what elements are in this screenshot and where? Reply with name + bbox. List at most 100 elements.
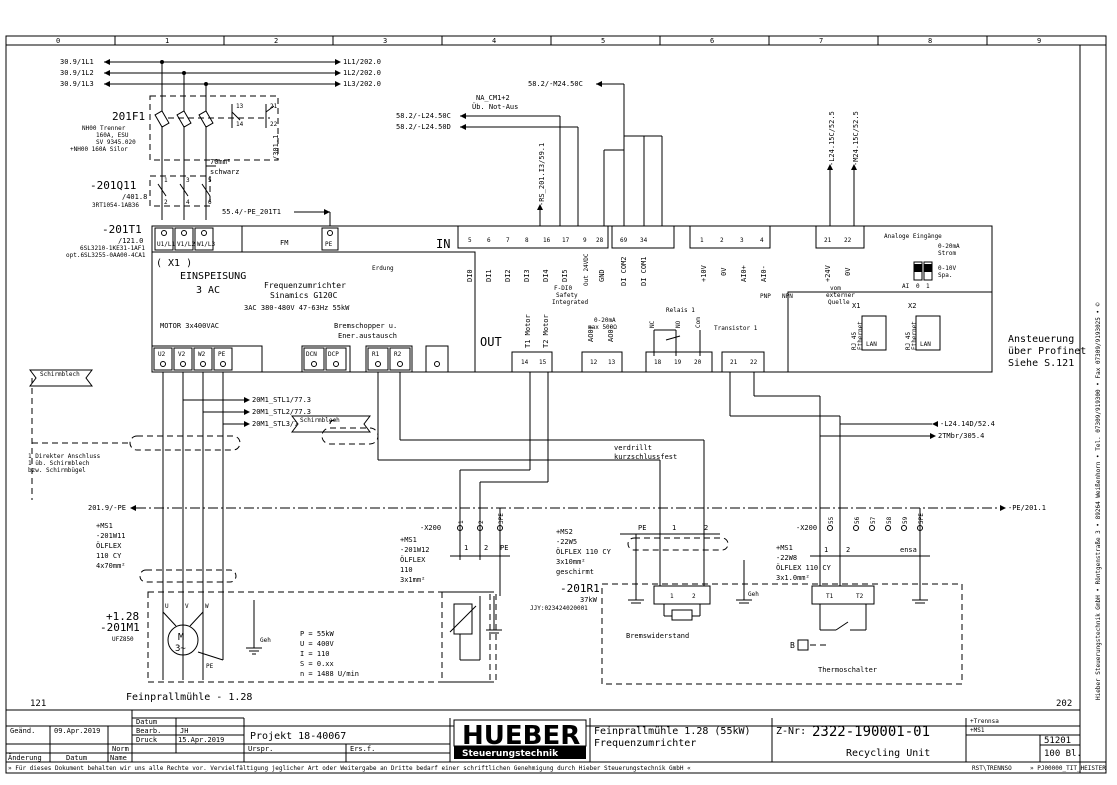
ref-left-3: 20M1_STL3/77.3 — [252, 420, 311, 428]
t1-out-v2: V2 — [178, 351, 186, 358]
w8-wire-2: 2 — [846, 546, 850, 554]
t1-brake-1: Bremschopper u. — [334, 322, 397, 330]
sig-0v-b: 0V — [844, 267, 852, 276]
tb-label-norm: Norm — [112, 745, 129, 753]
fuse-disconnector-201f1: 201F1 NH00 Trenner 160A, ESU SV 9345.020… — [70, 62, 280, 220]
motor-param-n: n = 1488 U/min — [300, 670, 359, 678]
f1-desc-2: 160A, ESU — [96, 132, 129, 139]
out-t1-motor: T1 Motor — [524, 314, 532, 348]
ms2-wire-pe: PE — [638, 524, 646, 532]
feed-in-l2: 30.9/1L2 — [60, 69, 94, 77]
tb-label-aend: Geänd. — [10, 727, 35, 735]
ref-na-2: Üb. Not-Aus — [472, 102, 518, 111]
w8-line-1: +MS1 — [776, 544, 793, 552]
profinet-rj45-a2: Ethernet — [857, 321, 864, 350]
out-ao0m: AO0- — [607, 325, 615, 342]
profinet-text-3: Siehe S.121 — [1008, 358, 1074, 369]
fdi-3: Integrated — [552, 299, 589, 306]
grid-col-2: 2 — [274, 37, 278, 45]
tb-label-name: Name — [110, 754, 127, 762]
w11-line-1: +MS1 — [96, 522, 113, 530]
term-top-1: 1 — [700, 237, 704, 244]
term-top-9: 9 — [583, 237, 587, 244]
sig-di5: DI5 — [561, 269, 569, 282]
right-ref-2: 2TMbr/305.4 — [938, 432, 984, 440]
tb-footer-r2: » PJ00000_TIT_HEISTER — [1030, 765, 1106, 772]
w12-line-3: 110 — [400, 566, 413, 574]
x200a-wire-pe: PE — [500, 544, 508, 552]
mains-feed: 30.9/1L1 30.9/1L2 30.9/1L3 1L1/202.0 1L2… — [60, 58, 381, 88]
sig-ai0p: AI0+ — [740, 265, 748, 282]
tb-unit: Recycling Unit — [846, 748, 930, 759]
x200b-pin-56: 56 — [854, 516, 861, 524]
tb-plus-2: +MS1 — [970, 727, 985, 734]
t1-pe-term: PE — [325, 241, 333, 248]
x200a-wire-1: 1 — [464, 544, 468, 552]
feed-out-l2: 1L2/202.0 — [343, 69, 381, 77]
tb-desc-2: Frequenzumrichter — [594, 738, 696, 749]
side-address-text: Hieber Steuerungstechnik GmbH • Röntgens… — [1095, 302, 1102, 700]
sig-di3: DI3 — [523, 269, 531, 282]
t1-in-label: IN — [436, 237, 450, 251]
w11-line-4: 110 CY — [96, 552, 122, 560]
motor-pin-w: W — [205, 603, 209, 610]
t1-out-label: OUT — [480, 335, 502, 349]
thermo-pin-t2: T2 — [856, 593, 864, 600]
x200a-pin-3pe: 3PE — [498, 513, 505, 524]
tb-label-bearb: Bearb. — [136, 727, 161, 735]
out-relay-com: Com — [695, 317, 702, 328]
thermo-sym: B — [790, 641, 795, 650]
ref-l24-50c: 58.2/-L24.50C — [396, 112, 451, 120]
q11-pin-6: 6 — [208, 199, 212, 206]
w11-line-5: 4x70mm² — [96, 562, 126, 570]
contactor-201q11: 1 3 5 2 4 6 -201Q11 /401.8 3RT1054-1AB36 — [90, 175, 212, 209]
thermo-label: Thermoschalter — [818, 666, 877, 674]
sig-dicom2: DI COM2 — [620, 256, 628, 286]
motor-sym: M — [178, 632, 184, 643]
tb-sheet: 51201 — [1044, 736, 1071, 746]
page-left: 121 — [30, 699, 46, 709]
f1-desc-3: SV 9345.020 — [96, 139, 136, 146]
out-transistor: Transistor 1 — [714, 325, 758, 332]
x200b-pin-5pe: 5PE — [918, 513, 925, 524]
feed-out-l3: 1L3/202.0 — [343, 80, 381, 88]
motor-param-p: P = 55kW — [300, 630, 335, 638]
tb-znr-label: Z-Nr: — [776, 726, 806, 737]
ms2-line-1: +MS2 — [556, 528, 573, 536]
w12-tag: +MS1 — [400, 536, 417, 544]
pnp-label: PNP — [760, 293, 771, 300]
analog-pos-1: 1 — [926, 283, 930, 290]
motor-type: UFZ850 — [112, 636, 134, 643]
shield-1: Schirmblech — [40, 371, 80, 378]
pe-line-right: -PE/201.1 — [1008, 504, 1046, 512]
motor-param-u: U = 400V — [300, 640, 335, 648]
tb-datum1: 09.Apr.2019 — [54, 727, 100, 735]
t1-in-term-1: U1/L1 — [157, 241, 175, 248]
analog-b-2: Spa. — [938, 272, 952, 279]
motor-sym2: 3~ — [175, 644, 186, 654]
term-top-22: 22 — [844, 237, 852, 244]
top-terminal-strip: 5 6 7 8 16 17 9 28 69 34 1 2 3 4 21 22 — [468, 237, 852, 244]
term-top-28: 28 — [596, 237, 604, 244]
ms2-line-3: ÖLFLEX 110 CY — [556, 547, 612, 556]
tb-plus-1: +Trennsa — [970, 718, 999, 725]
verdrillt-1: verdrillt — [614, 444, 652, 452]
tb-projekt: Projekt 18-40067 — [250, 731, 346, 742]
out-relay-nc: NC — [649, 320, 656, 328]
t1-type-1: 6SL3210-1KE31-1AF1 — [80, 245, 145, 252]
ref-left-1: 20M1_STL1/77.3 — [252, 396, 311, 404]
brake-wiring: Schirmblech verdrillt kurzschlussfest -X… — [291, 372, 963, 685]
f1-tag: 201F1 — [112, 110, 145, 123]
motor-param-i: I = 110 — [300, 650, 330, 658]
x200b-pin-55: 55 — [828, 516, 835, 524]
f1-contact-14: 14 — [236, 121, 244, 128]
pe-reference: 55.4/-PE_201T1 — [222, 208, 331, 226]
profinet-lan-2: LAN — [920, 341, 931, 348]
ref-left-2: 20M1_STL2/77.3 — [252, 408, 311, 416]
r1-power: 37kW — [580, 596, 598, 604]
w12-line-1: -201W12 — [400, 546, 430, 554]
q11-pin-5: 5 — [208, 177, 212, 184]
profinet-rj45-b1: RJ 45 — [905, 332, 912, 350]
shield-note-3: bzw. Schirmbügel — [28, 467, 86, 474]
tb-label-urspr: Urspr. — [248, 745, 273, 753]
